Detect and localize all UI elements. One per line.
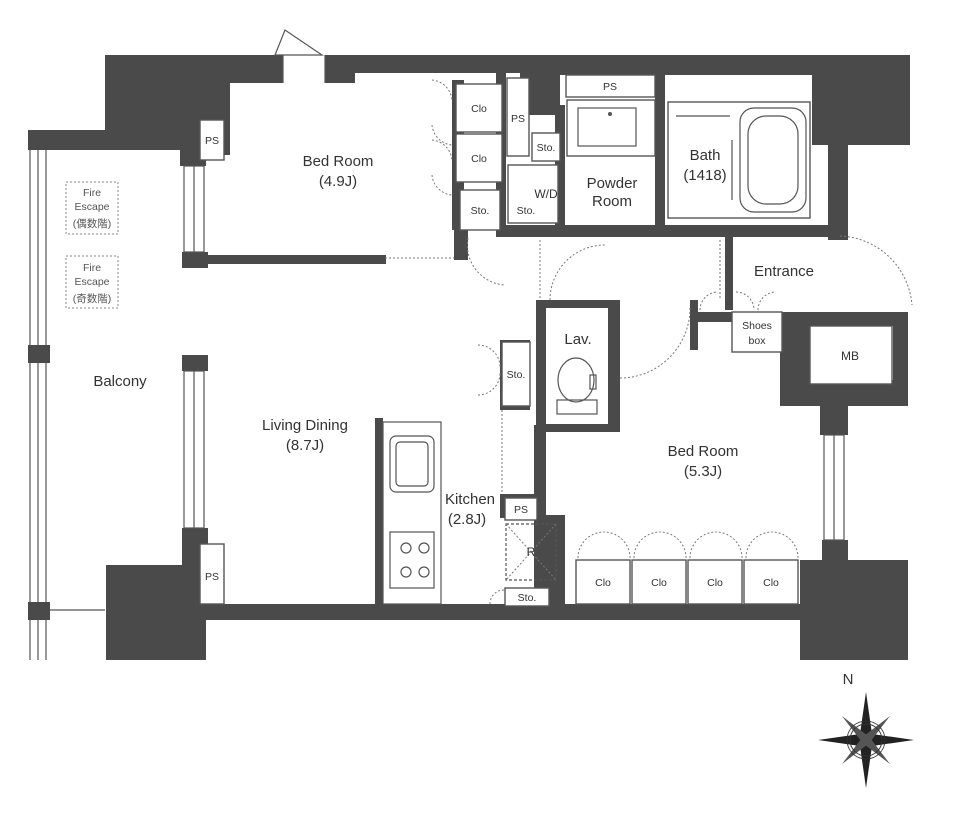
- ps-box-1: PS: [199, 119, 225, 161]
- label-powder-room: Powder Room: [587, 175, 638, 210]
- svg-text:Sto.: Sto.: [518, 592, 537, 604]
- svg-text:Escape: Escape: [74, 276, 109, 288]
- svg-text:Room: Room: [592, 193, 632, 210]
- svg-text:(偶数階): (偶数階): [73, 217, 112, 230]
- svg-text:Bed Room: Bed Room: [668, 443, 739, 460]
- fire-escape-odd: Fire Escape (奇数階): [65, 255, 119, 309]
- svg-text:Clo: Clo: [595, 577, 611, 589]
- ps-box-4: PS: [199, 543, 225, 605]
- powder-sink: [566, 99, 656, 157]
- svg-text:box: box: [749, 335, 767, 347]
- shoes-box: Shoes box: [731, 311, 783, 353]
- storage-3: Sto.: [501, 341, 531, 407]
- svg-text:Clo: Clo: [471, 103, 487, 115]
- windows: [183, 29, 845, 541]
- door-swings: [385, 79, 913, 605]
- closet-4: Clo: [631, 559, 687, 605]
- label-bed-room-2: Bed Room (5.3J): [668, 443, 739, 480]
- svg-text:Escape: Escape: [74, 201, 109, 213]
- label-balcony: Balcony: [93, 373, 147, 390]
- svg-text:Clo: Clo: [707, 577, 723, 589]
- compass-north-label: N: [843, 671, 854, 688]
- svg-text:(奇数階): (奇数階): [73, 292, 112, 305]
- label-entrance: Entrance: [754, 263, 814, 280]
- label-bed-room-1: Bed Room (4.9J): [303, 153, 374, 190]
- label-bath: Bath (1418): [683, 147, 726, 184]
- closet-5: Clo: [687, 559, 743, 605]
- svg-text:Sto.: Sto.: [471, 205, 490, 217]
- svg-text:Sto.: Sto.: [537, 142, 556, 154]
- svg-text:Kitchen: Kitchen: [445, 491, 495, 508]
- label-lav: Lav.: [564, 331, 591, 348]
- storage-2: Sto.: [531, 132, 561, 162]
- ps-box-3: PS: [565, 74, 656, 98]
- svg-text:Bed Room: Bed Room: [303, 153, 374, 170]
- svg-text:Bath: Bath: [690, 147, 721, 164]
- svg-text:Sto.: Sto.: [517, 205, 536, 217]
- svg-text:(8.7J): (8.7J): [286, 437, 324, 454]
- svg-text:W/D: W/D: [534, 187, 558, 201]
- svg-text:PS: PS: [205, 135, 219, 147]
- svg-text:PS: PS: [205, 571, 219, 583]
- svg-text:PS: PS: [603, 81, 617, 93]
- svg-text:Clo: Clo: [763, 577, 779, 589]
- closet-2: Clo: [455, 133, 503, 183]
- svg-text:Clo: Clo: [651, 577, 667, 589]
- closet-3: Clo: [575, 559, 631, 605]
- svg-text:(2.8J): (2.8J): [448, 511, 486, 528]
- compass-rose-icon: [818, 692, 914, 788]
- svg-text:Fire: Fire: [83, 262, 101, 274]
- bathtub: [667, 101, 811, 219]
- svg-text:(4.9J): (4.9J): [319, 173, 357, 190]
- closet-6: Clo: [743, 559, 799, 605]
- closet-1: Clo: [455, 83, 503, 133]
- label-kitchen: Kitchen (2.8J): [445, 491, 495, 528]
- svg-text:Fire: Fire: [83, 187, 101, 199]
- refrigerator: R: [505, 523, 557, 581]
- svg-text:(5.3J): (5.3J): [684, 463, 722, 480]
- storage-4: Sto.: [504, 587, 550, 607]
- kitchen-counter: [382, 421, 442, 605]
- storage-1: Sto.: [459, 189, 501, 231]
- svg-text:MB: MB: [841, 349, 859, 363]
- svg-text:PS: PS: [511, 113, 525, 125]
- ps-box-2: PS: [506, 77, 530, 157]
- svg-text:Balcony: Balcony: [93, 373, 147, 390]
- svg-text:PS: PS: [514, 504, 528, 516]
- svg-text:Entrance: Entrance: [754, 263, 814, 280]
- svg-text:Lav.: Lav.: [564, 331, 591, 348]
- svg-text:Clo: Clo: [471, 153, 487, 165]
- svg-text:Living Dining: Living Dining: [262, 417, 348, 434]
- svg-text:(1418): (1418): [683, 167, 726, 184]
- svg-text:Sto.: Sto.: [507, 369, 526, 381]
- svg-text:Shoes: Shoes: [742, 320, 772, 332]
- label-living-dining: Living Dining (8.7J): [262, 417, 348, 454]
- fire-escape-even: Fire Escape (偶数階): [65, 181, 119, 235]
- svg-text:R: R: [527, 545, 536, 559]
- meter-box: MB: [809, 325, 893, 385]
- ps-box-5: PS: [504, 497, 538, 521]
- toilet: [556, 357, 598, 415]
- washer-dryer: W/D Sto.: [507, 164, 559, 224]
- balcony-area: [28, 148, 105, 660]
- svg-text:Powder: Powder: [587, 175, 638, 192]
